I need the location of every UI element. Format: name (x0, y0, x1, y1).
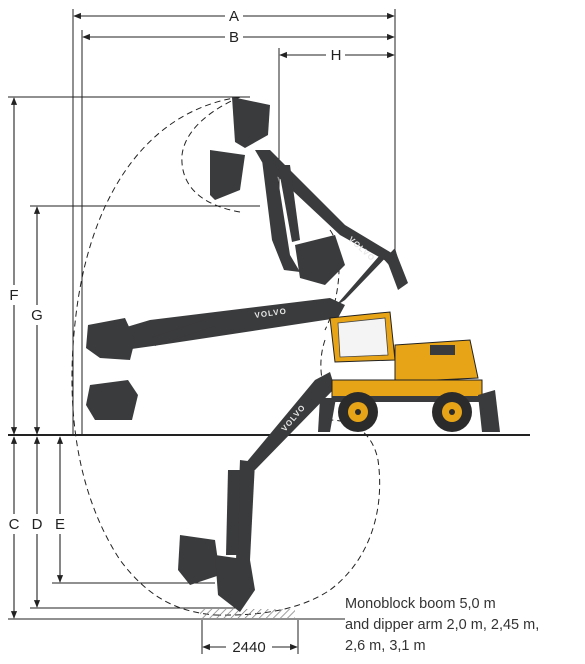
caption-line-3: 2,6 m, 3,1 m (345, 638, 426, 654)
dimension-c-label: C (9, 516, 20, 533)
boom-upper-pose: VOLVO (210, 97, 408, 313)
boom-brand-text-2: VOLVO (254, 307, 287, 320)
dig-depth-hatch (200, 609, 295, 618)
track-width-label: 2440 (232, 639, 265, 656)
excavator-body (318, 311, 500, 432)
dimension-2440: 2440 (201, 620, 299, 656)
dimension-e-label: E (55, 516, 65, 533)
front-wheel (338, 392, 378, 432)
dimension-f: F (8, 96, 250, 435)
dimension-h: H (278, 47, 395, 190)
dimension-d-label: D (32, 516, 43, 533)
dimension-b-label: B (229, 29, 239, 46)
caption: Monoblock boom 5,0 m and dipper arm 2,0 … (345, 594, 581, 657)
engine-housing (394, 339, 479, 383)
dimension-d: D (30, 436, 240, 609)
dimension-a-label: A (229, 8, 239, 25)
boom-dig-pose: VOLVO (178, 372, 335, 612)
dimension-g: G (30, 205, 260, 435)
caption-line-1: Monoblock boom 5,0 m (345, 596, 496, 612)
dimension-e: E (52, 436, 215, 584)
boom-horizontal-pose: VOLVO (86, 298, 345, 420)
dimension-a: A (72, 8, 396, 435)
rear-wheel (432, 392, 472, 432)
dimension-h-label: H (331, 47, 342, 64)
dimension-g-label: G (31, 307, 43, 324)
dimension-c: C (8, 436, 345, 620)
dozer-blade (478, 390, 500, 432)
dimension-f-label: F (9, 287, 18, 304)
caption-line-2: and dipper arm 2,0 m, 2,45 m, (345, 617, 540, 633)
